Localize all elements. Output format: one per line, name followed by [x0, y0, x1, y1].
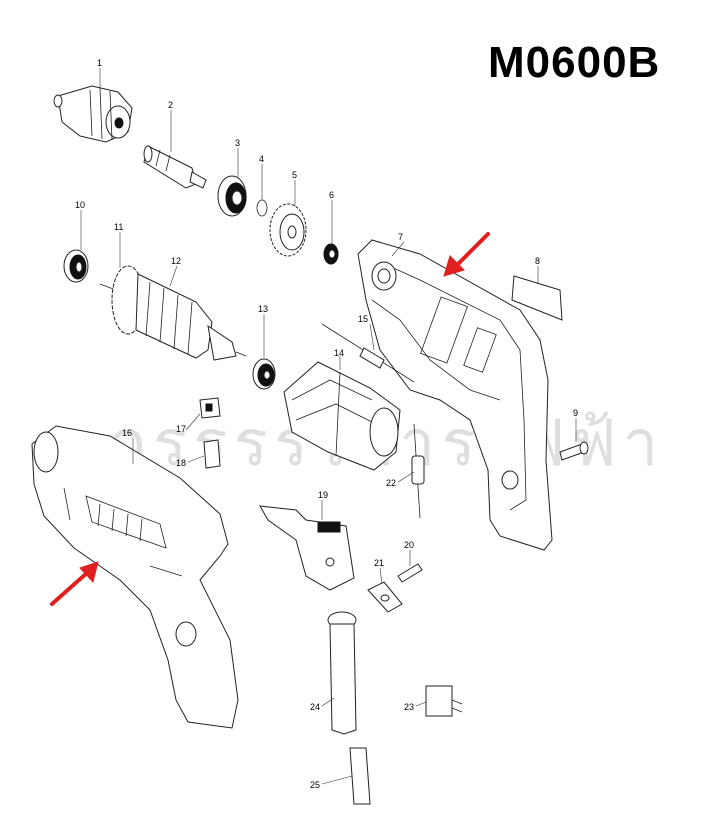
part-16-housing-complete — [31, 425, 239, 729]
callout-5: 5 — [292, 170, 297, 180]
part-5-helical-gear — [269, 203, 307, 257]
part-24-cord-guard — [327, 611, 357, 735]
callout-21: 21 — [374, 558, 384, 568]
callout-18: 18 — [176, 458, 186, 468]
callout-15: 15 — [358, 314, 368, 324]
highlight-arrow-housing-half — [454, 232, 490, 268]
part-2-spindle — [143, 145, 207, 189]
model-number-title: M0600B — [488, 38, 661, 87]
callout-7: 7 — [398, 232, 403, 242]
callout-16: 16 — [122, 428, 132, 438]
callout-10: 10 — [75, 200, 85, 210]
callout-8: 8 — [535, 256, 540, 266]
callout-1: 1 — [97, 58, 102, 68]
part-15-pin — [321, 323, 415, 383]
callout-9: 9 — [573, 408, 578, 418]
part-18-carbon-brush — [203, 439, 221, 469]
part-19-switch — [259, 505, 355, 591]
highlight-arrows — [50, 232, 490, 606]
callout-23: 23 — [404, 702, 414, 712]
part-25-power-cord — [349, 747, 371, 805]
callout-22: 22 — [386, 478, 396, 488]
part-17-brush-holder — [199, 397, 221, 419]
callout-20: 20 — [404, 540, 414, 550]
part-22-noise-suppressor — [411, 423, 425, 519]
leader-lines — [80, 68, 577, 785]
part-3-ball-bearing — [217, 175, 247, 217]
part-7-housing-half — [357, 239, 553, 551]
part-9-tapping-screw — [559, 441, 589, 461]
callout-3: 3 — [235, 138, 240, 148]
part-6-small-bearing — [323, 243, 339, 265]
part-4-retaining-ring — [256, 199, 268, 217]
part-20-screw — [397, 563, 423, 583]
callout-11: 11 — [114, 222, 123, 232]
callout-labels: 1 2 3 4 5 6 7 8 9 10 11 12 13 14 15 16 1… — [75, 58, 578, 790]
part-11-12-armature — [99, 265, 247, 361]
part-8-name-plate — [511, 275, 563, 321]
callout-2: 2 — [168, 100, 173, 110]
highlight-arrow-housing-complete — [50, 570, 90, 606]
callout-24: 24 — [310, 702, 320, 712]
callout-14: 14 — [334, 348, 344, 358]
part-21-strain-relief — [367, 581, 403, 613]
highlight-arrowhead-housing-complete — [79, 561, 99, 584]
callout-17: 17 — [176, 424, 186, 434]
part-1-drill-chuck — [53, 85, 133, 143]
callout-12: 12 — [171, 256, 181, 266]
callout-25: 25 — [310, 780, 320, 790]
part-10-bearing — [63, 249, 89, 283]
part-23-capacitor — [425, 685, 463, 717]
callout-19: 19 — [318, 490, 328, 500]
callout-4: 4 — [259, 154, 264, 164]
callout-13: 13 — [258, 304, 268, 314]
highlight-arrowhead-housing-half — [443, 255, 465, 277]
part-13-bearing — [252, 358, 276, 390]
callout-6: 6 — [329, 190, 334, 200]
part-14-field-stator — [283, 361, 401, 471]
